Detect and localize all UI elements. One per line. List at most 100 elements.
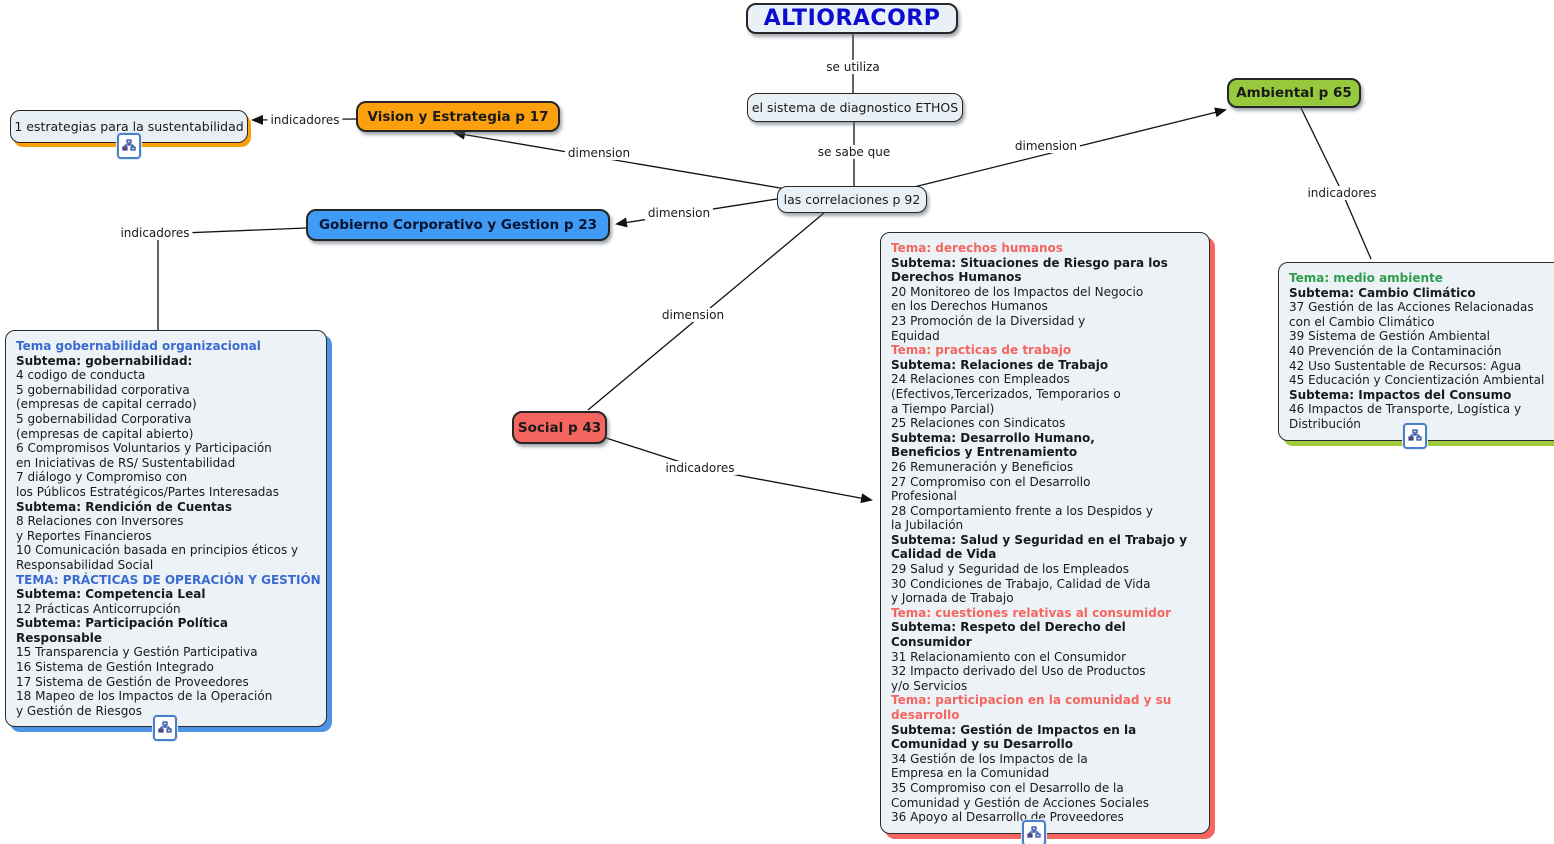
detail-line: Equidad [891, 328, 940, 343]
detail-line: 25 Relaciones con Sindicatos [891, 416, 1066, 431]
detail-line: Tema: derechos humanos [891, 241, 1063, 255]
detail-line: y Gestión de Riesgos [16, 703, 142, 718]
detail-line: Tema: practicas de trabajo [891, 343, 1072, 358]
hierarchy-icon[interactable] [1022, 820, 1046, 844]
detail-line: los Públicos Estratégicos/Partes Interes… [16, 484, 280, 499]
detail-line: 34 Gestión de los Impactos de la [891, 751, 1088, 766]
detail-line: 30 Condiciones de Trabajo, Calidad de Vi… [891, 576, 1151, 591]
node-ambiental[interactable]: Ambiental p 65 [1227, 78, 1361, 108]
link-label-indicadores-social[interactable]: indicadores [662, 461, 738, 475]
detail-line: Responsabilidad Social [16, 557, 154, 572]
detail-line: Subtema: Participación Política [16, 616, 228, 631]
detail-line: 27 Compromiso con el Desarrollo [891, 474, 1091, 489]
link-label-se-sabe-que[interactable]: se sabe que [814, 145, 894, 159]
detail-line: Subtema: Respeto del Derecho del [891, 620, 1126, 635]
detail-line: 42 Uso Sustentable de Recursos: Agua [1289, 358, 1522, 373]
detail-line: 29 Salud y Seguridad de los Empleados [891, 562, 1129, 577]
edge-correlaciones-vision [453, 129, 793, 191]
detail-line: Subtema: Situaciones de Riesgo para los [891, 255, 1168, 270]
detail-line: 8 Relaciones con Inversores [16, 514, 184, 529]
detail-line: y Jornada de Trabajo [891, 591, 1014, 606]
link-label-dimension-vision[interactable]: dimension [564, 146, 634, 160]
link-label-se-utiliza[interactable]: se utiliza [823, 60, 883, 74]
hierarchy-icon[interactable] [117, 133, 141, 159]
hierarchy-icon[interactable] [1403, 423, 1427, 449]
detail-line: en Iniciativas de RS/ Sustentabilidad [16, 455, 236, 470]
link-label-dimension-ambiental[interactable]: dimension [1011, 139, 1081, 153]
detail-line: 15 Transparencia y Gestión Participativa [16, 645, 258, 660]
detail-line: 31 Relacionamiento con el Consumidor [891, 649, 1127, 664]
detail-line: Tema: cuestiones relativas al consumidor [891, 605, 1172, 620]
detail-line: Subtema: Competencia Leal [16, 587, 206, 602]
detail-line: 40 Prevención de la Contaminación [1289, 343, 1502, 358]
detail-line: 7 diálogo y Compromiso con [16, 470, 188, 485]
detail-line: 32 Impacto derivado del Uso de Productos [891, 664, 1146, 679]
detail-line: Subtema: gobernabilidad: [16, 353, 193, 368]
detail-line: (empresas de capital cerrado) [16, 397, 197, 412]
detail-line: 4 codigo de conducta [16, 368, 146, 383]
detail-line: 26 Remuneración y Beneficios [891, 459, 1074, 474]
detail-line: 17 Sistema de Gestión de Proveedores [16, 674, 249, 689]
detail-line: a Tiempo Parcial) [891, 401, 995, 416]
detail-line: Comunidad y su Desarrollo [891, 737, 1073, 752]
detail-line: Responsable [16, 630, 102, 645]
detail-line: 37 Gestión de las Acciones Relacionadas [1289, 300, 1534, 315]
detail-line: 39 Sistema de Gestión Ambiental [1289, 329, 1491, 344]
detail-line: 23 Promoción de la Diversidad y [891, 313, 1086, 328]
detail-line: la Jubilación [891, 518, 964, 533]
edge-gobierno-detalle [157, 227, 307, 330]
link-label-indicadores-vision[interactable]: indicadores [267, 113, 343, 127]
hierarchy-icon[interactable] [153, 715, 177, 741]
detail-line: 16 Sistema de Gestión Integrado [16, 660, 214, 675]
node-gobierno-corporativo[interactable]: Gobierno Corporativo y Gestion p 23 [306, 209, 610, 241]
node-social[interactable]: Social p 43 [512, 411, 607, 444]
node-correlaciones[interactable]: las correlaciones p 92 [777, 186, 927, 213]
detail-line: Comunidad y Gestión de Acciones Sociales [891, 795, 1149, 810]
detail-line: Tema: participacion en la comunidad y su [891, 693, 1172, 708]
detail-line: 6 Compromisos Voluntarios y Participació… [16, 441, 272, 456]
detail-line: en los Derechos Humanos [891, 299, 1048, 314]
detail-line: (Efectivos,Tercerizados, Temporarios o [891, 386, 1121, 401]
node-sistema-ethos[interactable]: el sistema de diagnostico ETHOS [747, 93, 963, 122]
detail-line: Empresa en la Comunidad [891, 766, 1050, 781]
detail-line: 5 gobernabilidad Corporativa [16, 411, 192, 426]
detail-line: Profesional [891, 489, 957, 504]
edge-social-detalle [605, 437, 873, 504]
detail-line: Calidad de Vida [891, 547, 997, 562]
link-label-indicadores-gobierno[interactable]: indicadores [117, 226, 193, 240]
detail-line: Tema gobernabilidad organizacional [16, 339, 261, 353]
detail-line: (empresas de capital abierto) [16, 426, 194, 441]
detail-line: Subtema: Salud y Seguridad en el Trabajo… [891, 532, 1188, 547]
detail-line: 24 Relaciones con Empleados [891, 372, 1070, 387]
detail-line: 12 Prácticas Anticorrupción [16, 601, 181, 616]
detail-line: 28 Comportamiento frente a los Despidos … [891, 503, 1153, 518]
detail-line: con el Cambio Climático [1289, 314, 1435, 329]
detail-line: Beneficios y Entrenamiento [891, 445, 1078, 460]
detail-line: Subtema: Gestión de Impactos en la [891, 722, 1137, 737]
detail-line: 35 Compromiso con el Desarrollo de la [891, 780, 1124, 795]
detail-line: Tema: medio ambiente [1289, 271, 1443, 285]
detail-line: 36 Apoyo al Desarrollo de Proveedores [891, 810, 1124, 825]
detail-line: 46 Impactos de Transporte, Logística y [1289, 402, 1522, 417]
link-label-indicadores-ambiental[interactable]: indicadores [1304, 186, 1380, 200]
link-label-dimension-social[interactable]: dimension [658, 308, 728, 322]
detail-line: 20 Monitoreo de los Impactos del Negocio [891, 284, 1144, 299]
detail-line: y Reportes Financieros [16, 528, 152, 543]
detail-line: Derechos Humanos [891, 270, 1022, 285]
detail-line: Subtema: Desarrollo Humano, [891, 430, 1095, 445]
detail-line: Consumidor [891, 635, 972, 650]
detail-line: desarrollo [891, 708, 960, 722]
edge-ambiental-detalle [1300, 107, 1372, 260]
link-label-dimension-gobierno[interactable]: dimension [644, 206, 714, 220]
node-altioracorp[interactable]: ALTIORACORP [746, 3, 958, 34]
detail-line: Subtema: Cambio Climático [1289, 285, 1476, 300]
detail-line: Distribución [1289, 416, 1361, 431]
detail-line: Subtema: Relaciones de Trabajo [891, 357, 1109, 372]
node-vision-estrategia[interactable]: Vision y Estrategia p 17 [356, 101, 560, 132]
detail-line: y/o Servicios [891, 678, 968, 693]
detail-line: 18 Mapeo de los Impactos de la Operación [16, 689, 273, 704]
